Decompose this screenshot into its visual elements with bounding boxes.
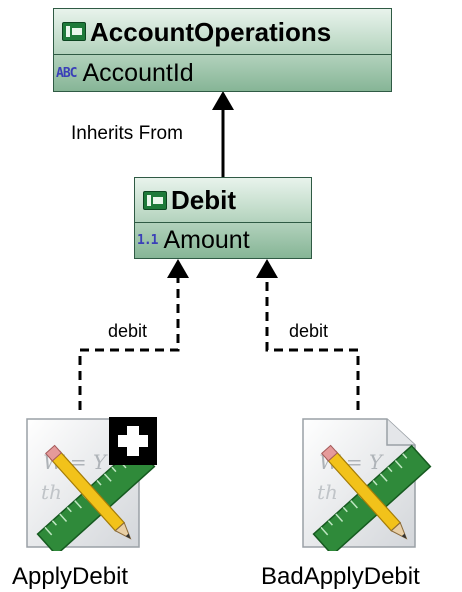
text-type-icon: ABC	[56, 65, 78, 81]
bad-apply-debit-function-label: BadApplyDebit	[261, 563, 420, 590]
account-operations-class-header: AccountOperations	[54, 9, 391, 55]
account-operations-class[interactable]: AccountOperations ABC AccountId	[53, 8, 392, 92]
class-icon	[62, 22, 86, 41]
account-id-attribute-name: AccountId	[82, 58, 194, 87]
svg-text:th: th	[317, 480, 338, 504]
bad-apply-debit-edge-line	[265, 276, 360, 410]
class-icon	[143, 190, 167, 210]
account-id-attribute[interactable]: ABC AccountId	[54, 55, 391, 91]
svg-text:th: th	[41, 480, 62, 504]
apply-debit-function-label: ApplyDebit	[12, 563, 129, 590]
inheritance-label: Inherits From	[71, 123, 183, 144]
ruler-pencil-icon: W = Y th	[26, 418, 156, 556]
debit-class-name: Debit	[171, 185, 236, 215]
apply-debit-arrowhead	[167, 259, 189, 278]
add-icon	[109, 417, 157, 465]
apply-debit-function[interactable]: W = Y th	[23, 411, 163, 556]
inheritance-arrowhead	[212, 91, 234, 110]
ruler-pencil-icon: W = Y th	[302, 418, 432, 556]
amount-attribute-name: Amount	[163, 226, 250, 254]
numeric-type-icon: 1.1	[137, 233, 159, 248]
apply-debit-edge-line	[78, 276, 180, 410]
apply-debit-edge-label: debit	[108, 321, 148, 341]
bad-apply-debit-arrowhead	[256, 259, 278, 278]
account-operations-class-name: AccountOperations	[90, 16, 332, 47]
bad-apply-debit-edge-label: debit	[289, 321, 329, 341]
debit-class-header: Debit	[135, 178, 311, 223]
amount-attribute[interactable]: 1.1 Amount	[135, 223, 311, 258]
debit-class[interactable]: Debit 1.1 Amount	[134, 177, 312, 259]
bad-apply-debit-function[interactable]: W = Y th	[299, 411, 439, 556]
